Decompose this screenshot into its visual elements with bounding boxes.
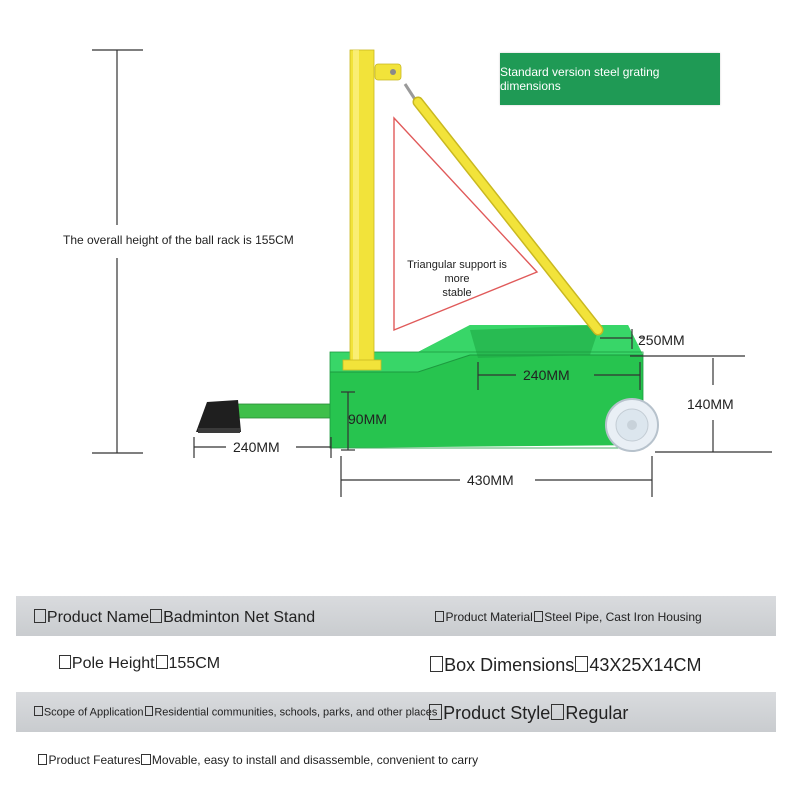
dim-240-top-label: 240MM [523,367,570,383]
spec-box-dimensions: Box Dimensions 43X25X14CM [429,655,701,676]
spec-product-material: Product Material Steel Pipe, Cast Iron Ho… [434,610,702,624]
base-box [329,325,644,449]
spec-band-2 [16,692,776,732]
spec-product-name: Product Name Badminton Net Stand [33,609,315,627]
spec-product-name-value: Badminton Net Stand [163,609,316,627]
spec-pole-height-key: Pole Height [71,655,155,673]
height-indicator [92,49,143,454]
spec-product-material-key: Product Material [445,610,533,624]
spec-features-value: Movable, easy to install and disassemble… [151,753,479,767]
spec-pole-height-value: 155CM [168,655,221,673]
stand-illustration [92,49,772,497]
pole [342,49,402,371]
spec-product-material-value: Steel Pipe, Cast Iron Housing [544,610,702,624]
spec-features-key: Product Features [48,753,141,767]
spec-pole-height: Pole Height 155CM [58,655,220,673]
triangle-note-line1: Triangular support is more [407,259,507,285]
dim-140-label: 140MM [687,396,734,412]
spec-product-style: Product Style Regular [428,703,628,724]
triangle-note: Triangular support is more stable [399,258,515,300]
spec-product-name-key: Product Name [46,609,150,627]
dim-90-label: 90MM [348,411,387,427]
spec-features: Product Features Movable, easy to install… [37,753,478,767]
dim-430-label: 430MM [467,472,514,488]
version-banner: Standard version steel grating dimension… [500,53,720,105]
overall-height-label: The overall height of the ball rack is 1… [63,233,294,247]
spec-scope: Scope of Application Residential communit… [33,706,437,719]
spec-box-dimensions-key: Box Dimensions [444,655,575,675]
spec-box-dimensions-value: 43X25X14CM [589,655,702,675]
foot-extension [196,400,337,433]
spec-scope-value: Residential communities, schools, parks,… [154,706,438,719]
diagonal-brace [403,83,604,336]
spec-product-style-key: Product Style [443,703,551,723]
spec-band-1 [16,596,776,636]
triangle-note-line2: stable [442,287,472,299]
dimension-lines [193,329,772,497]
wheel [605,398,659,452]
dim-250-label: 250MM [638,332,685,348]
spec-scope-key: Scope of Application [43,706,144,719]
support-triangle [393,116,539,332]
product-diagram: The overall height of the ball rack is 1… [63,49,772,497]
dim-240-left-label: 240MM [233,439,280,455]
spec-product-style-value: Regular [565,703,629,723]
